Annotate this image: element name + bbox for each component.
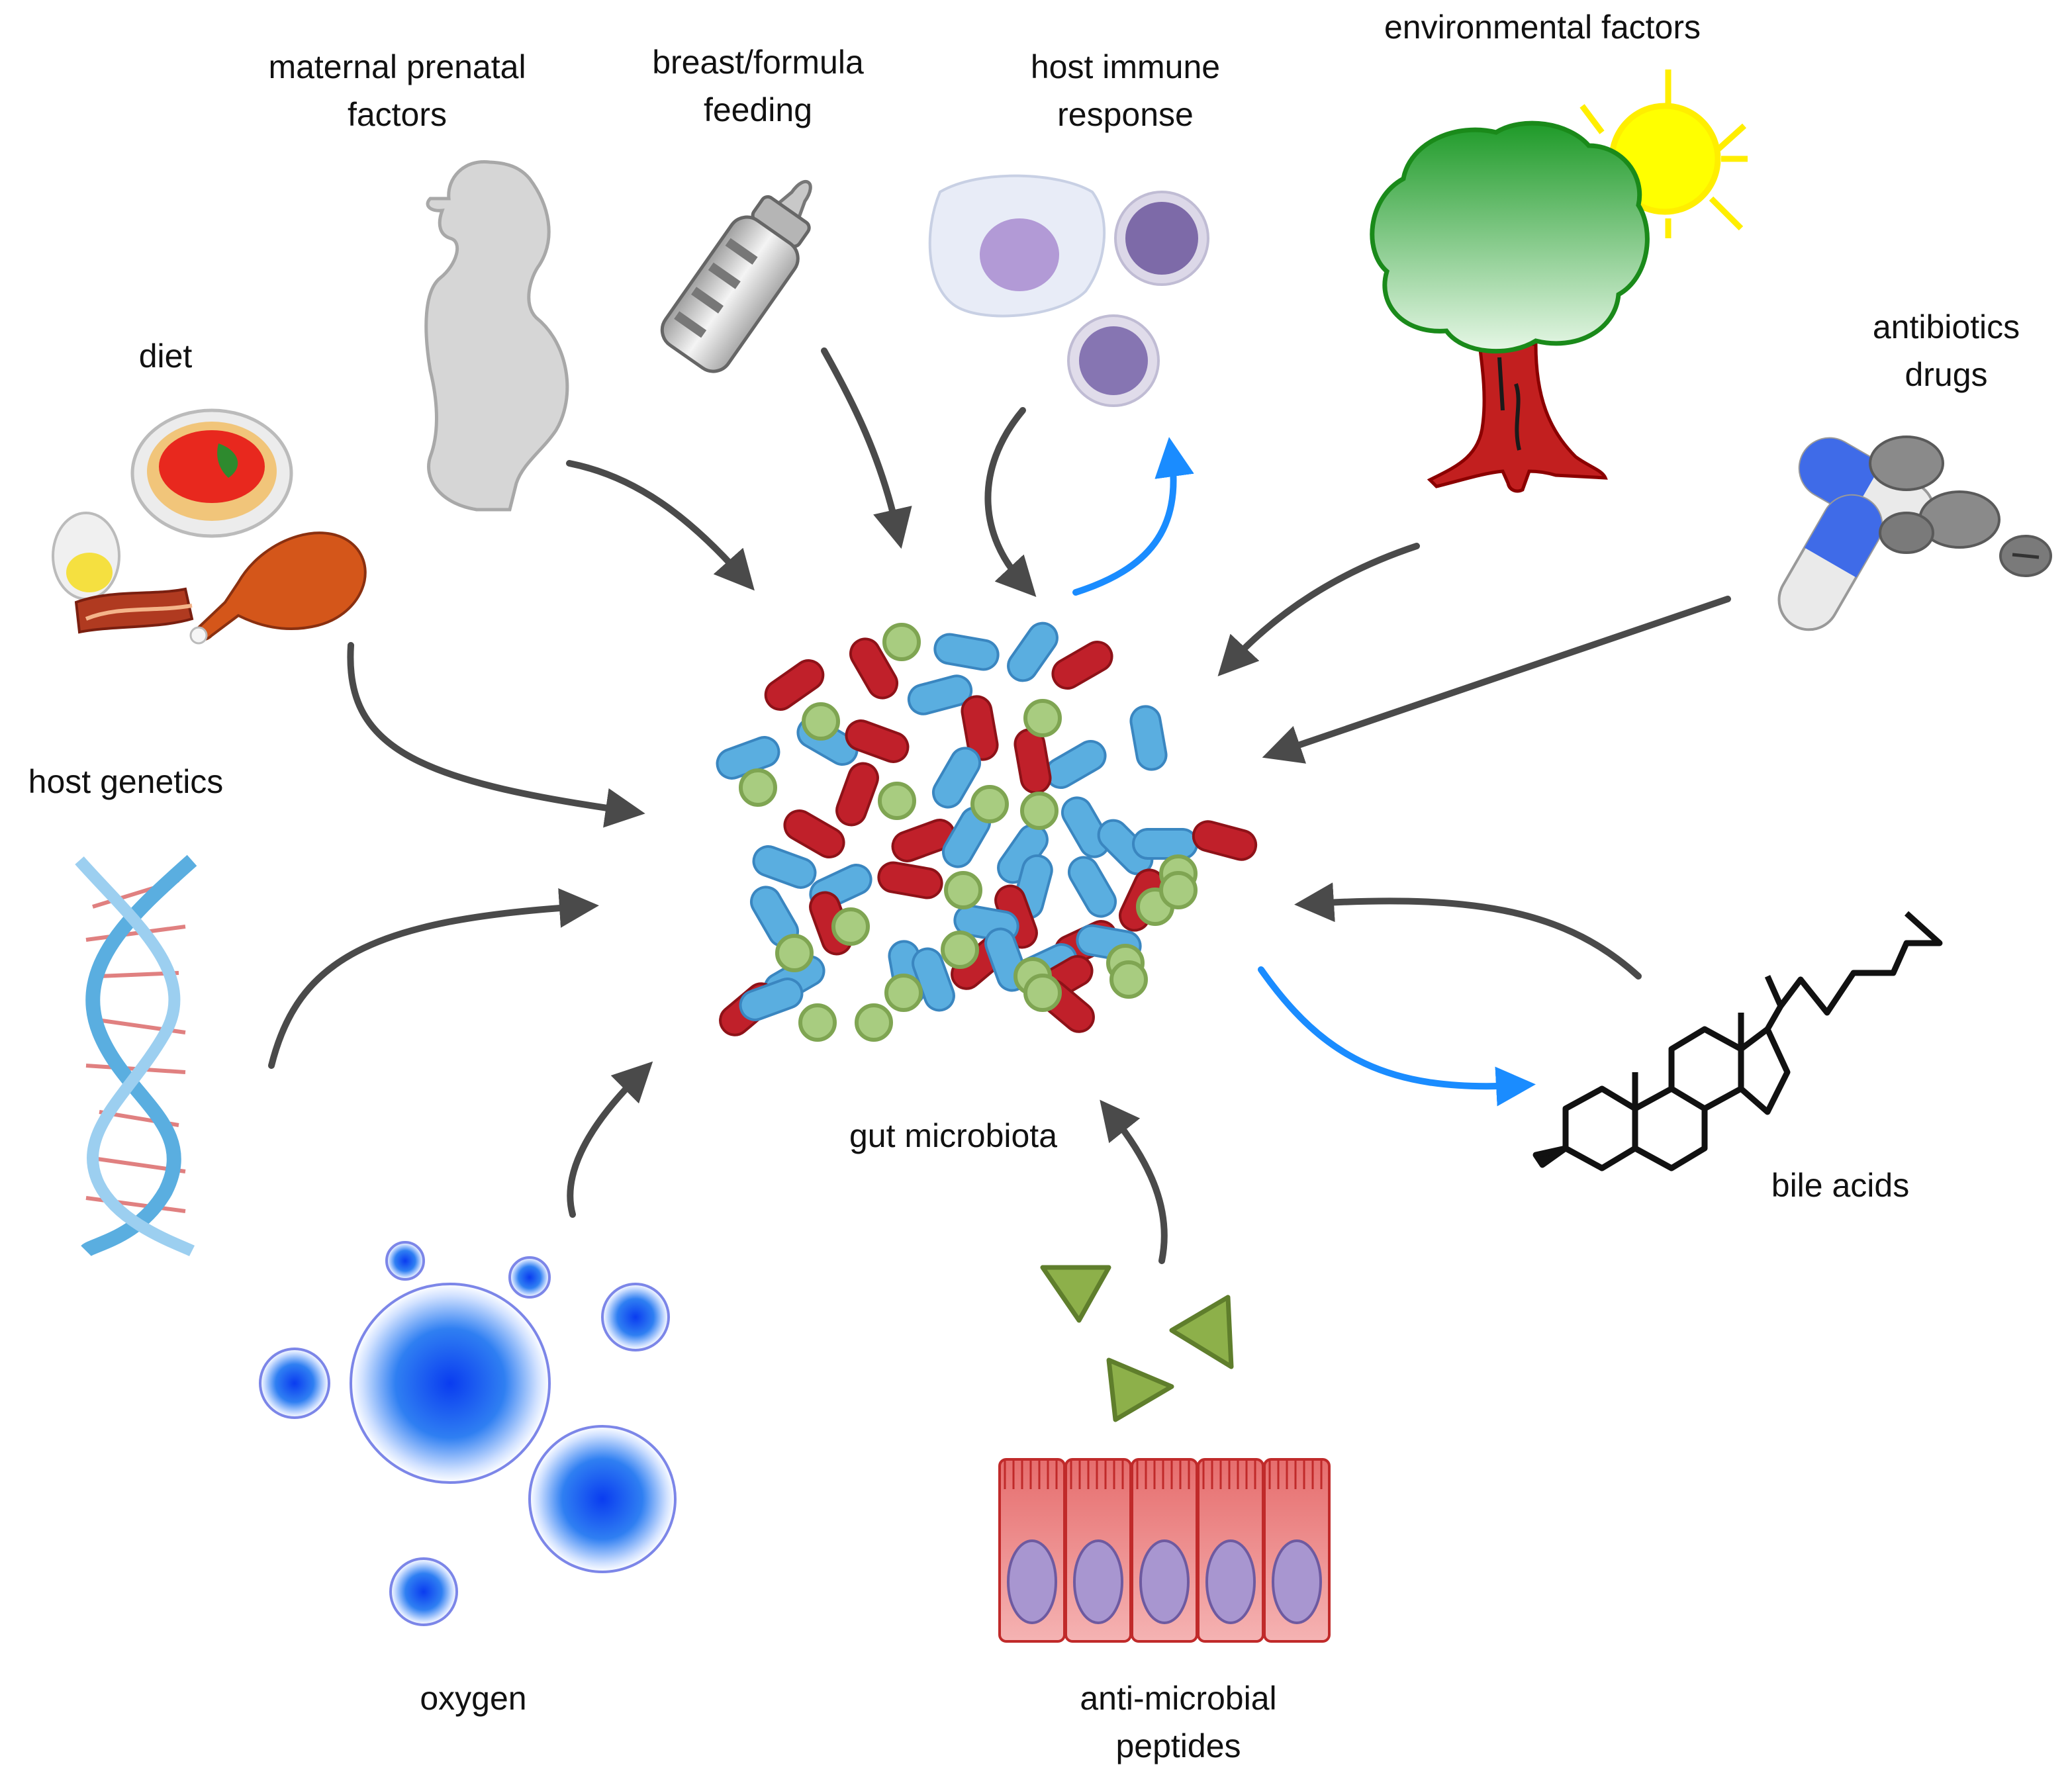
bacterium-rod-blue (739, 978, 804, 1021)
oxygen-bubble (528, 1425, 677, 1573)
bacterium-coccus-green (831, 907, 870, 946)
bacterium-rod-red (1192, 820, 1258, 861)
bacterium-rod-blue (1068, 856, 1117, 918)
bacterium-rod-red (1013, 728, 1052, 794)
bacterium-coccus-green (855, 1003, 893, 1042)
cell-nucleus (1007, 1539, 1057, 1624)
bacterium-rod-red (1051, 641, 1113, 690)
bacterium-rod-blue (1129, 705, 1168, 771)
dna-helix-icon (75, 854, 197, 1257)
label-gut-microbiota: gut microbiota (849, 1117, 1058, 1154)
bacterium-rod-red (961, 695, 999, 761)
arrow-genetics-to-microbiota (268, 888, 599, 1069)
bacterium-rod-red (835, 762, 879, 827)
bacterium-coccus-green (970, 785, 1009, 823)
arrow-environment-to-microbiota (1217, 543, 1420, 676)
immune-cells-icon (928, 174, 1209, 407)
bacterium-rod-red (849, 637, 898, 700)
bacterium-coccus-green (884, 974, 923, 1012)
arrow-diet-to-microbiota (347, 642, 645, 828)
steroid-molecule-icon (1532, 911, 1943, 1171)
baby-bottle-icon (660, 179, 812, 373)
bacterium-rod-blue (1132, 828, 1198, 860)
arrow-maternal-to-microbiota (566, 460, 755, 591)
bacterium-coccus-green (882, 623, 921, 661)
bacterium-coccus-green (1023, 699, 1062, 737)
oxygen-bubble (389, 1557, 458, 1626)
bacterium-coccus-green (802, 702, 840, 741)
epithelium-peptides-icon (998, 1265, 1331, 1643)
oxygen-bubble (601, 1283, 670, 1351)
bacterium-coccus-green (1109, 960, 1148, 999)
influence-arrows (268, 347, 1731, 1264)
bacterium-rod-blue (752, 845, 817, 889)
oxygen-bubbles-icon (259, 1241, 677, 1626)
cell-nucleus (1139, 1539, 1190, 1624)
arrow-antibiotics-to-microbiota (1262, 596, 1731, 764)
arrow-microbiota-to-bile (1258, 966, 1536, 1107)
bacterium-rod-red (783, 809, 845, 858)
tree-and-sun-icon (1370, 69, 1748, 493)
bacterium-coccus-green (1023, 974, 1062, 1012)
oxygen-bubble (350, 1283, 551, 1484)
oxygen-bubble (385, 1241, 425, 1281)
bacterium-coccus-green (1159, 871, 1198, 909)
food-plate-icon (52, 408, 367, 645)
arrow-peptides-to-microbiota (1100, 1099, 1168, 1264)
cell-nucleus (1272, 1539, 1322, 1624)
label-oxygen: oxygen (420, 1680, 527, 1717)
bacterium-rod-red (877, 861, 943, 899)
bacterium-rod-blue (933, 633, 1000, 671)
bacterium-rod-blue (907, 674, 973, 715)
arrow-feeding-to-microbiota (821, 347, 912, 549)
bacterium-rod-blue (932, 747, 981, 809)
bacterium-rod-red (764, 659, 825, 711)
bacterium-rod-blue (1045, 740, 1107, 789)
cell-nucleus (1073, 1539, 1123, 1624)
label-diet: diet (138, 338, 193, 375)
cell-nucleus (1205, 1539, 1256, 1624)
oxygen-bubble (259, 1348, 330, 1419)
label-environmental-factors: environmental factors (1384, 9, 1701, 46)
bacterium-coccus-green (944, 871, 982, 909)
pregnant-silhouette-icon (424, 160, 569, 512)
bacterium-rod-blue (1061, 796, 1110, 858)
bacterium-coccus-green (878, 782, 916, 820)
arrow-oxygen-to-microbiota (567, 1061, 653, 1218)
epithelium-cells (998, 1458, 1331, 1643)
label-bile-acids: bile acids (1771, 1167, 1910, 1204)
bacterium-coccus-green (775, 934, 814, 972)
arrow-bile-to-microbiota (1294, 882, 1642, 980)
label-host-genetics: host genetics (28, 763, 224, 800)
bacterium-coccus-green (798, 1003, 837, 1042)
bacteria-cluster-icon (716, 621, 1258, 1042)
bacterium-rod-red (845, 719, 910, 763)
pills-icon (1777, 435, 2052, 631)
oxygen-bubble (508, 1256, 551, 1299)
arrow-immune-to-microbiota (984, 407, 1037, 597)
bacterium-coccus-green (1020, 792, 1059, 830)
arrow-microbiota-to-immune (1072, 437, 1194, 596)
bacterium-coccus-green (739, 768, 777, 807)
bacterium-rod-blue (1007, 621, 1059, 682)
tree-crown (1370, 120, 1650, 354)
peptide-triangles (1040, 1265, 1234, 1422)
bacterium-coccus-green (941, 931, 979, 969)
